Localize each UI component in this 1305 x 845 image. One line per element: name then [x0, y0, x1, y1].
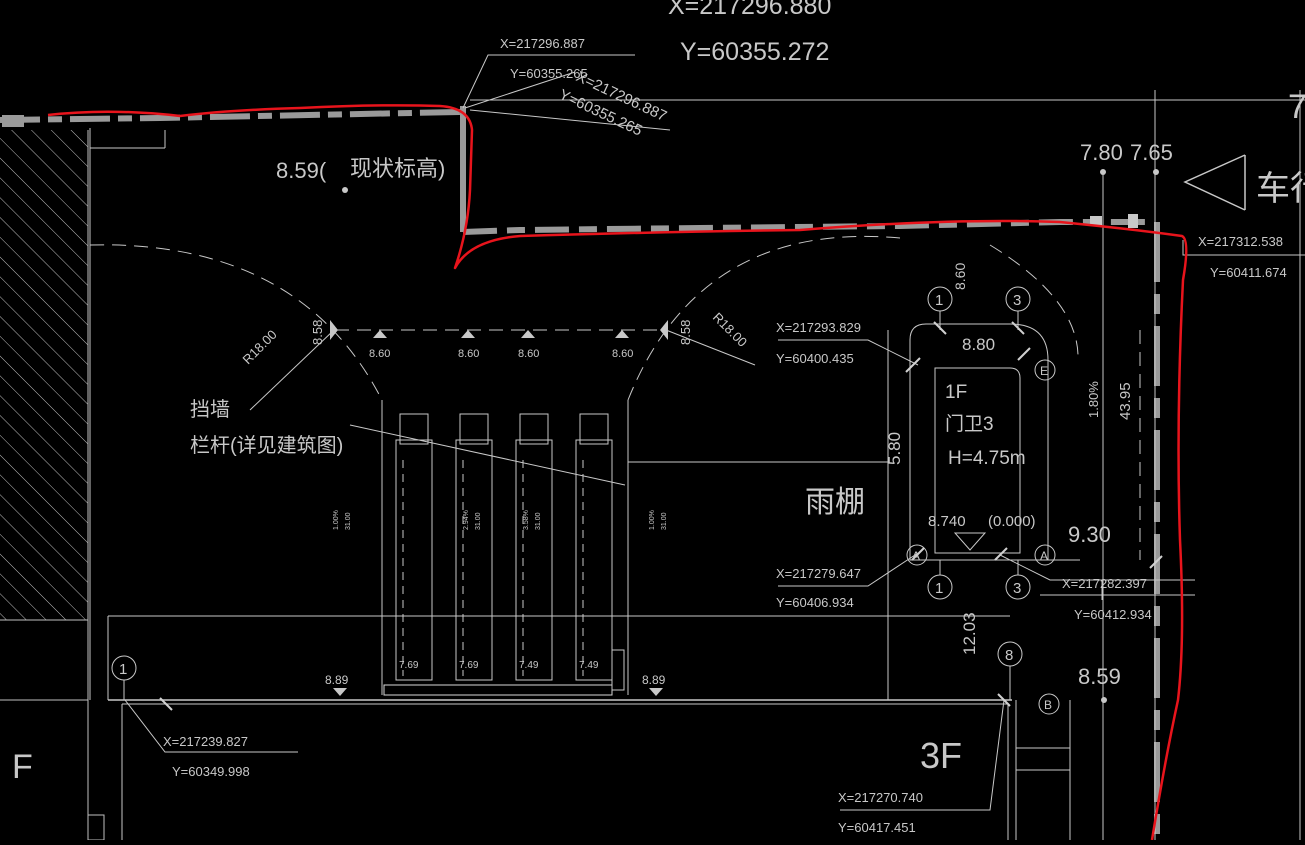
elev-8-740: 8.740	[928, 513, 966, 530]
gate-height-label: H=4.75m	[948, 448, 1026, 469]
slope-label-2: 2.94%	[463, 510, 470, 530]
parking-stall	[575, 413, 613, 681]
current-elevation-label: 现状标高)	[350, 156, 445, 181]
boundary-wall	[0, 106, 1160, 840]
top-coord-y: Y=60355.272	[680, 38, 829, 66]
left-building-label: F	[12, 748, 33, 786]
parking-stall	[455, 413, 493, 681]
dim-12-03: 12.03	[960, 612, 979, 655]
coord-gate-top-x: X=217293.829	[776, 320, 861, 335]
elev-7-49-a: 7.49	[519, 660, 539, 671]
coord-bldg-bot-y: Y=60417.451	[838, 820, 916, 835]
elev-7-69-b: 7.69	[459, 660, 479, 671]
coord-bldg-left-y: Y=60349.998	[172, 764, 250, 779]
coord-gate-bot-y: Y=60406.934	[776, 595, 854, 610]
coord-bldg-left-x: X=217239.827	[163, 734, 248, 749]
axis-1-bottom: 1	[935, 580, 943, 597]
elev-9-30: 9.30	[1068, 522, 1111, 547]
elev-8-58-b: 8.58	[678, 320, 693, 345]
left-building-hatch	[0, 130, 105, 841]
parking-stall	[395, 413, 433, 681]
elev-8-59: 8.59	[1078, 664, 1121, 689]
coord-nw-x: X=217296.887	[500, 36, 585, 51]
coord-gate-right-y: Y=60412.934	[1074, 607, 1152, 622]
slope-label-4: 1.00%	[649, 510, 656, 530]
elev-8-60-c: 8.60	[518, 348, 539, 360]
elev-8-58-a: 8.58	[310, 320, 325, 345]
dim-8-60: 8.60	[952, 263, 968, 290]
elev-8-60-b: 8.60	[458, 348, 479, 360]
axis-8: 8	[1005, 647, 1013, 664]
slope-label-1: 1.00%	[333, 510, 340, 530]
grid-number-label: 7	[1288, 88, 1305, 126]
elev-7-80: 7.80	[1080, 140, 1123, 165]
coord-gate-top-y: Y=60400.435	[776, 351, 854, 366]
coord-ne-y: Y=60411.674	[1210, 265, 1287, 280]
coord-nw-y: Y=60355.265	[510, 66, 588, 81]
drawing-text: X=217296.880 Y=60355.272 X=217296.887 Y=…	[12, 0, 1305, 835]
coord-ne-x: X=217312.538	[1198, 234, 1283, 249]
axis-3-bottom: 3	[1013, 580, 1021, 597]
traffic-arrow-icon	[1183, 154, 1246, 211]
gate-floor-label: 1F	[945, 382, 967, 403]
axis-bubbles	[111, 286, 1060, 715]
axis-a-left: A	[912, 549, 920, 563]
traffic-direction-label: 车行	[1256, 170, 1305, 208]
canopy-label: 雨棚	[805, 486, 865, 519]
elevation-markers	[330, 169, 1159, 703]
dim-5-80: 5.80	[885, 432, 904, 465]
dim-8-80: 8.80	[962, 335, 995, 354]
slope-length-4: 31.00	[661, 512, 668, 530]
site-lines	[89, 90, 1305, 840]
leader-lines	[124, 54, 1305, 811]
elev-8-89-b: 8.89	[642, 673, 666, 687]
slope-length-2: 31.00	[475, 512, 482, 530]
axis-1-top: 1	[935, 292, 943, 309]
axis-b: B	[1044, 698, 1052, 712]
coord-bldg-bot-x: X=217270.740	[838, 790, 923, 805]
slope-1-80: 1.80%	[1086, 381, 1101, 418]
elev-7-49-b: 7.49	[579, 660, 599, 671]
top-coord-x: X=217296.880	[668, 0, 831, 20]
elev-zero: (0.000)	[988, 513, 1036, 530]
gate-name-label: 门卫3	[945, 413, 994, 435]
parking-area	[381, 400, 629, 696]
tick-marks	[159, 321, 1163, 711]
radius-right: R18.00	[710, 310, 750, 350]
coord-gate-bot-x: X=217279.647	[776, 566, 861, 581]
railing-label: 栏杆(详见建筑图)	[190, 434, 343, 457]
slope-length-1: 31.00	[345, 512, 352, 530]
radius-left: R18.00	[240, 327, 280, 367]
elev-7-69-a: 7.69	[399, 660, 419, 671]
axis-1-left: 1	[119, 661, 127, 678]
current-elevation-value: 8.59(	[276, 158, 327, 183]
slope-label-3: 3.58%	[523, 510, 530, 530]
coord-gate-right-x: X=217282.397	[1062, 576, 1147, 591]
elev-8-89-a: 8.89	[325, 673, 349, 687]
red-markup-line	[47, 104, 1188, 841]
retaining-wall-label: 挡墙	[190, 398, 230, 421]
axis-e: E	[1040, 364, 1048, 378]
elev-8-60-a: 8.60	[369, 348, 390, 360]
slope-length-3: 31.00	[535, 512, 542, 530]
turning-radius-arcs	[89, 235, 1141, 560]
parking-stall	[515, 413, 553, 681]
building-floor-label: 3F	[920, 735, 962, 776]
elev-8-60-d: 8.60	[612, 348, 633, 360]
axis-a-right: A	[1040, 549, 1048, 563]
axis-3-top: 3	[1013, 292, 1021, 309]
dim-43-95: 43.95	[1117, 382, 1134, 420]
elev-7-65: 7.65	[1130, 140, 1173, 165]
